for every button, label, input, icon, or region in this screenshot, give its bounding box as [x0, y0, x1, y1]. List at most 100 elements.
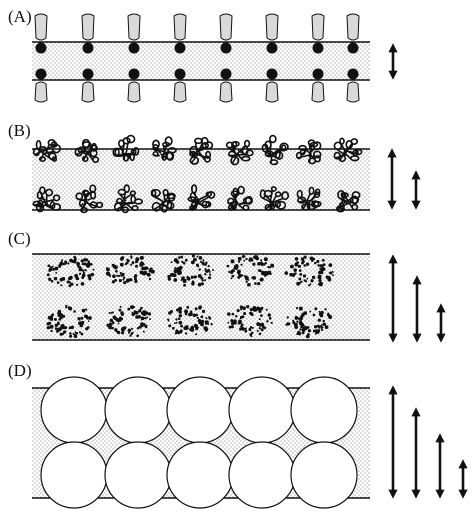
cluster-dot: [328, 263, 333, 267]
cluster-dot: [68, 306, 73, 311]
cluster-dot: [87, 260, 91, 263]
cluster-dot: [173, 258, 178, 263]
cluster-dot: [118, 279, 122, 283]
cluster-dot: [294, 257, 299, 261]
cluster-dot: [81, 262, 85, 266]
cluster-dot: [297, 264, 301, 269]
cluster-dot: [295, 306, 299, 310]
cluster-dot: [167, 318, 170, 321]
cluster-dot: [260, 259, 263, 262]
cluster-dot: [193, 323, 198, 328]
cluster-dot: [119, 317, 123, 321]
cluster-dot: [143, 271, 147, 275]
cluster-dot: [265, 308, 268, 311]
sphere-particle: [40, 376, 108, 444]
cluster-dot: [198, 321, 202, 325]
cluster-dot: [202, 263, 205, 266]
cluster-dot: [56, 281, 60, 284]
cluster-dot: [189, 310, 193, 314]
cluster-dot: [318, 278, 322, 283]
cluster-dot: [190, 260, 195, 265]
cluster-dot: [204, 273, 207, 276]
cluster-dot: [270, 321, 273, 325]
cluster-dot: [296, 281, 300, 286]
cluster-dot: [109, 318, 113, 322]
headgroup-capsule: [311, 81, 325, 103]
cluster-dot: [239, 327, 242, 331]
cluster-dot: [318, 310, 321, 313]
headgroup-capsule: [311, 13, 325, 41]
panel-label-b: (B): [8, 121, 31, 140]
cluster-dot: [171, 326, 175, 330]
cluster-dot: [269, 266, 272, 269]
cluster-dot: [228, 326, 231, 329]
cluster-dot: [46, 273, 50, 277]
cluster-dot: [92, 268, 95, 271]
cluster-dot: [307, 329, 312, 333]
cluster-dot: [62, 314, 66, 318]
cluster-dot: [49, 266, 53, 269]
cluster-dot: [198, 256, 203, 260]
cluster-dot: [208, 271, 211, 273]
cluster-dot: [321, 326, 324, 329]
cluster-dot: [134, 279, 138, 284]
cluster-dot: [251, 326, 254, 329]
cluster-dot: [73, 334, 78, 338]
cluster-dot: [179, 315, 181, 318]
coil-particle: [112, 134, 140, 162]
headgroup-capsule: [34, 13, 48, 41]
cluster-dot: [261, 270, 264, 273]
cluster-dot: [60, 324, 64, 328]
cluster-dot: [108, 312, 111, 315]
cluster-dot: [77, 317, 81, 321]
cluster-dot: [73, 255, 77, 259]
coil-particle: [261, 134, 289, 166]
headgroup-capsule: [81, 13, 95, 41]
cluster-dot: [72, 333, 75, 336]
cluster-dot: [52, 267, 55, 271]
cluster-dot: [170, 261, 173, 264]
cluster-dot: [78, 331, 82, 334]
cluster-dot: [284, 271, 289, 275]
cluster-dot: [306, 277, 309, 280]
sphere-particle: [104, 441, 172, 509]
cluster-dot: [133, 310, 137, 314]
cluster-dot: [64, 262, 67, 265]
cluster-dot: [300, 257, 305, 261]
cluster-dot: [178, 310, 182, 314]
cluster-dot: [182, 261, 186, 265]
cluster-dot: [241, 315, 245, 318]
cluster-dot: [267, 313, 271, 317]
cluster-dot: [253, 277, 257, 280]
cluster-dot: [112, 274, 116, 279]
cluster-dot: [174, 332, 178, 335]
cluster-dot: [267, 270, 272, 275]
cluster-dot: [301, 331, 305, 335]
cluster-dot: [59, 278, 64, 282]
cluster-dot: [303, 279, 306, 282]
cluster-dot: [125, 261, 129, 265]
cluster-dot: [78, 267, 83, 272]
cluster-dot: [291, 273, 296, 277]
cluster-dot: [118, 308, 122, 312]
cluster-dot: [314, 307, 318, 311]
cluster-dot: [303, 264, 306, 267]
cluster-dot: [206, 322, 210, 325]
cluster-dot: [134, 274, 138, 278]
cluster-dot: [83, 262, 87, 266]
panel-c: [32, 253, 446, 343]
cluster-dot: [183, 326, 188, 331]
cluster-dot: [198, 268, 201, 271]
cluster-dot: [195, 333, 198, 336]
cluster-dot: [50, 329, 53, 333]
cluster-dot: [49, 324, 54, 329]
cluster-dot: [140, 306, 143, 310]
cluster-dot: [268, 317, 272, 320]
cluster-dot: [234, 264, 239, 268]
cluster-dot: [210, 323, 213, 326]
cluster-dot: [299, 273, 303, 276]
cluster-dot: [138, 325, 142, 329]
cluster-dot: [266, 320, 269, 323]
cluster-dot: [129, 334, 132, 337]
cluster-dot: [68, 326, 72, 330]
